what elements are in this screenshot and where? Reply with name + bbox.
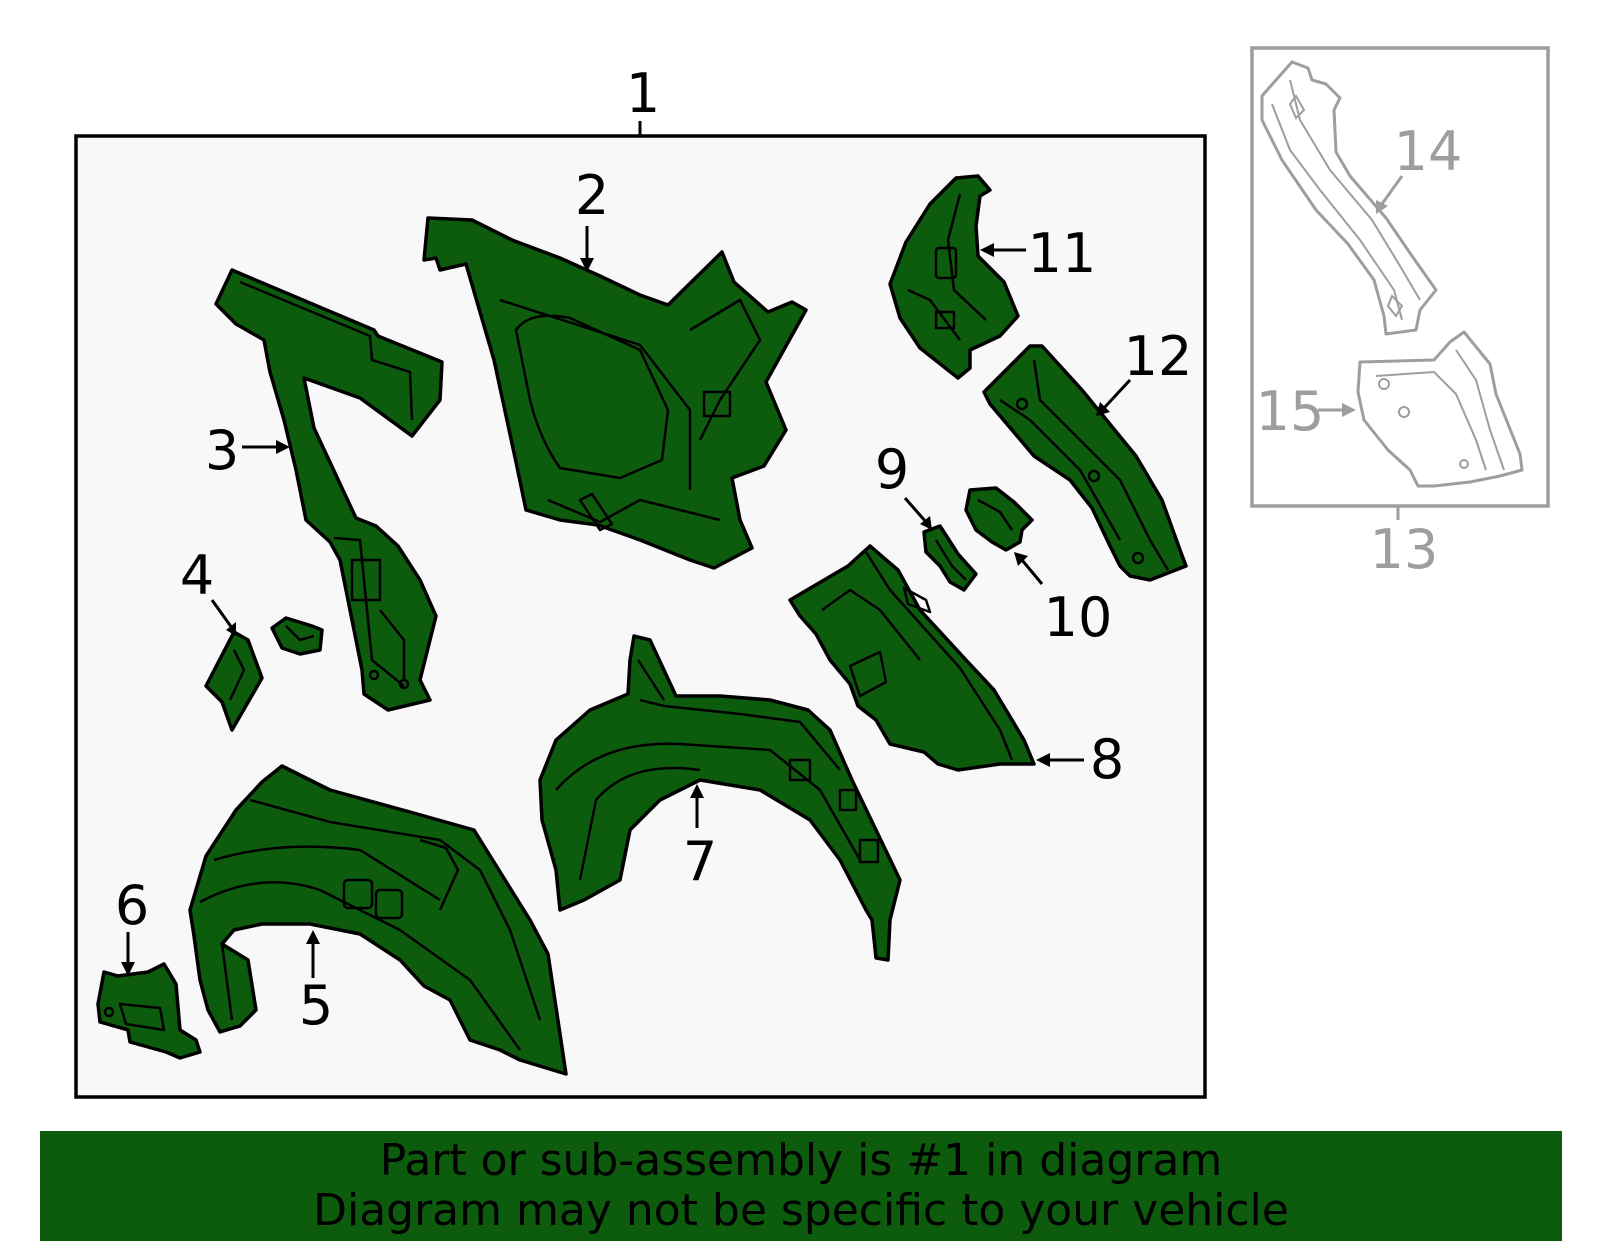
leader-12 bbox=[1102, 378, 1132, 410]
part-3-pillar-reinforcement[interactable] bbox=[214, 268, 444, 712]
part-9-strip-bracket[interactable] bbox=[922, 524, 978, 592]
callout-13: 13 bbox=[1370, 518, 1439, 581]
arrowhead-5 bbox=[306, 930, 320, 944]
part-8-rail-extension[interactable] bbox=[788, 544, 1036, 772]
callout-3: 3 bbox=[205, 419, 239, 482]
arrowhead-3 bbox=[276, 440, 290, 454]
part-12-rear-rail[interactable] bbox=[982, 344, 1188, 582]
part-7-inner-wheelhouse[interactable] bbox=[538, 634, 902, 962]
callout-7: 7 bbox=[683, 830, 717, 893]
part-15-pillar-inner[interactable] bbox=[1356, 330, 1524, 488]
arrowhead-6 bbox=[121, 962, 135, 976]
arrowhead-14 bbox=[1376, 200, 1388, 214]
callout-6: 6 bbox=[115, 874, 149, 937]
callout-1: 1 bbox=[626, 62, 660, 125]
arrowhead-8 bbox=[1036, 753, 1050, 767]
arrowhead-4 bbox=[226, 622, 236, 636]
part-2-inner-quarter-panel[interactable] bbox=[422, 216, 808, 570]
leader-4 bbox=[210, 599, 234, 629]
callout-10: 10 bbox=[1044, 586, 1113, 649]
part-14-pillar-outer[interactable] bbox=[1260, 60, 1438, 336]
callout-8: 8 bbox=[1090, 728, 1124, 791]
callout-5: 5 bbox=[299, 974, 333, 1037]
banner-line-2: Diagram may not be specific to your vehi… bbox=[313, 1185, 1289, 1236]
callout-15: 15 bbox=[1256, 380, 1325, 443]
part-6-lower-bracket[interactable] bbox=[96, 962, 202, 1060]
callout-11: 11 bbox=[1028, 222, 1097, 285]
callout-14: 14 bbox=[1394, 120, 1463, 183]
part-11-upper-pillar-bracket[interactable] bbox=[888, 174, 1020, 380]
callout-12: 12 bbox=[1124, 325, 1193, 388]
leader-9 bbox=[903, 497, 928, 523]
part-5-outer-wheelhouse[interactable] bbox=[188, 764, 568, 1076]
arrowhead-9 bbox=[920, 516, 932, 530]
leader-14 bbox=[1380, 175, 1404, 205]
arrowhead-7 bbox=[690, 784, 704, 798]
banner-line-1: Part or sub-assembly is #1 in diagram bbox=[379, 1135, 1223, 1186]
part-10-gusset[interactable] bbox=[964, 486, 1034, 552]
disclaimer-banner: Part or sub-assembly is #1 in diagram Di… bbox=[40, 1131, 1562, 1241]
arrowhead-11 bbox=[980, 243, 994, 257]
callout-2: 2 bbox=[575, 164, 609, 227]
callout-4: 4 bbox=[180, 544, 214, 607]
callout-9: 9 bbox=[875, 438, 909, 501]
leader-10 bbox=[1020, 559, 1044, 585]
arrowhead-15 bbox=[1342, 403, 1356, 417]
arrowhead-2 bbox=[580, 258, 594, 272]
arrowhead-10 bbox=[1014, 552, 1028, 566]
arrowhead-12 bbox=[1096, 402, 1110, 416]
part-4-bracket[interactable] bbox=[204, 616, 324, 732]
